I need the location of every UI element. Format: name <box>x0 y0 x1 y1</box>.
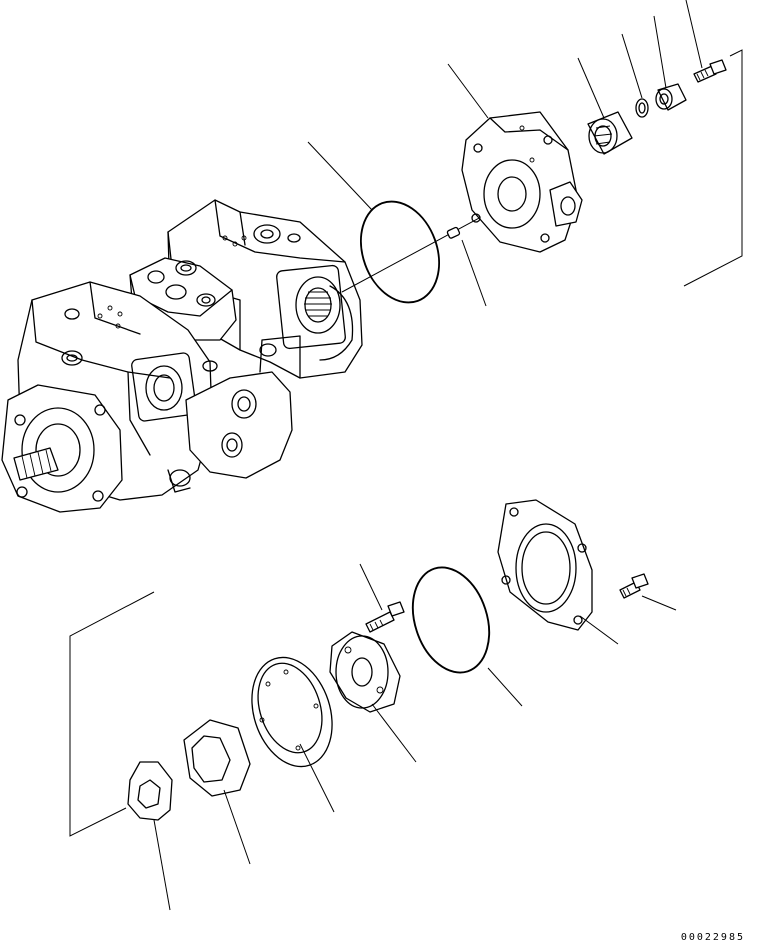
upper-dowel-pin <box>447 227 460 239</box>
lower-bolt-left <box>366 602 404 632</box>
plug <box>656 84 686 110</box>
inner-rotor <box>128 762 172 820</box>
upper-o-ring <box>347 190 452 313</box>
gear-housing <box>239 647 346 777</box>
main-pump-assembly <box>2 200 362 512</box>
upper-bolt <box>694 60 726 82</box>
sleeve-nut <box>588 112 632 154</box>
internal-gear <box>184 720 250 796</box>
drawing-number: 00022985 <box>680 932 745 943</box>
lower-leaders <box>70 564 676 910</box>
wear-plate <box>330 632 400 712</box>
rear-end-cover <box>462 112 582 252</box>
snap-ring <box>636 99 648 117</box>
lower-o-ring <box>400 558 502 683</box>
upper-leaders <box>308 0 742 306</box>
lower-pump-cover <box>498 500 592 630</box>
lower-bolt-right <box>620 574 648 598</box>
